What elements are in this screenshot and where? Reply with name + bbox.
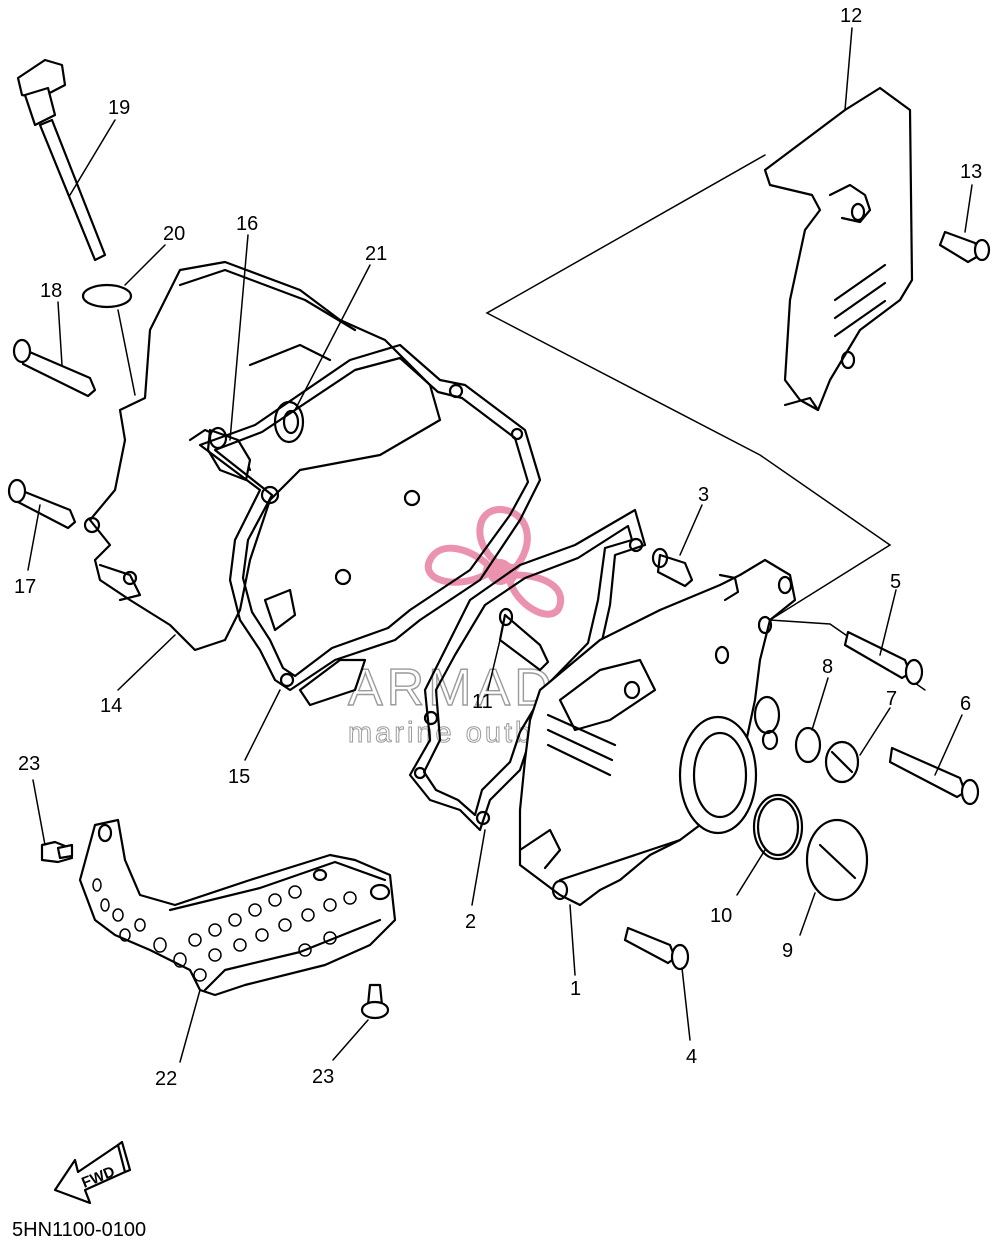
callout-labels: 1 2 3 4 5 6 7 8 9 10 11 12 13 14 15 16 1… bbox=[14, 5, 982, 1090]
callout-6: 6 bbox=[960, 693, 971, 715]
callout-16: 16 bbox=[236, 213, 258, 235]
part-15-gasket-left bbox=[198, 343, 542, 707]
callout-18: 18 bbox=[40, 280, 62, 302]
skid-plate-holes bbox=[92, 878, 357, 982]
part-8-o-ring bbox=[794, 726, 822, 764]
part-1-crankcase-cover-right bbox=[518, 558, 797, 907]
callout-20: 20 bbox=[163, 223, 185, 245]
fwd-arrow-icon: FWD bbox=[53, 1140, 132, 1205]
part-12-sprocket-cover bbox=[763, 86, 914, 412]
callout-11: 11 bbox=[472, 691, 493, 713]
callout-7: 7 bbox=[886, 688, 897, 710]
part-19-dipstick bbox=[16, 58, 107, 262]
diagram-code: 5HN1100-0100 bbox=[12, 1219, 146, 1241]
part-14-crankcase-cover-left bbox=[83, 260, 442, 652]
callout-21: 21 bbox=[365, 243, 387, 265]
callout-12: 12 bbox=[840, 5, 862, 27]
part-22-skid-plate bbox=[78, 818, 397, 997]
part-3-dowel-pin bbox=[651, 547, 694, 588]
part-10-o-ring bbox=[752, 793, 804, 861]
part-13-bolt bbox=[938, 230, 991, 264]
part-5-bolt bbox=[843, 630, 924, 686]
part-18-bolt bbox=[12, 338, 97, 398]
part-21-oil-seal bbox=[273, 400, 305, 444]
watermark-propeller-icon bbox=[424, 506, 565, 618]
part-20-o-ring bbox=[81, 283, 133, 309]
part-4-bolt bbox=[623, 926, 690, 971]
part-7-plug bbox=[824, 740, 860, 784]
callout-4: 4 bbox=[686, 1046, 697, 1068]
callout-3: 3 bbox=[698, 484, 709, 506]
part-6-bolt bbox=[888, 746, 980, 806]
callout-23-upper: 23 bbox=[18, 753, 40, 775]
callout-23-lower: 23 bbox=[312, 1066, 334, 1088]
part-17-bolt bbox=[7, 478, 77, 530]
callout-10: 10 bbox=[710, 905, 732, 927]
callout-9: 9 bbox=[782, 940, 793, 962]
callout-17: 17 bbox=[14, 576, 36, 598]
callout-14: 14 bbox=[100, 695, 122, 717]
callout-5: 5 bbox=[890, 571, 901, 593]
callout-8: 8 bbox=[822, 656, 833, 678]
callout-1: 1 bbox=[570, 978, 581, 1000]
callout-19: 19 bbox=[108, 97, 130, 119]
callout-2: 2 bbox=[465, 911, 476, 933]
part-9-plug bbox=[805, 818, 869, 902]
part-23-bolt-upper bbox=[40, 840, 74, 864]
part-11-dowel-pin bbox=[498, 607, 550, 672]
callout-22: 22 bbox=[155, 1068, 177, 1090]
part-23-bolt-lower bbox=[360, 983, 390, 1020]
assembly-frame-lines bbox=[485, 154, 926, 691]
callout-15: 15 bbox=[228, 766, 250, 788]
leader-lines bbox=[27, 27, 973, 1063]
callout-13: 13 bbox=[960, 161, 982, 183]
